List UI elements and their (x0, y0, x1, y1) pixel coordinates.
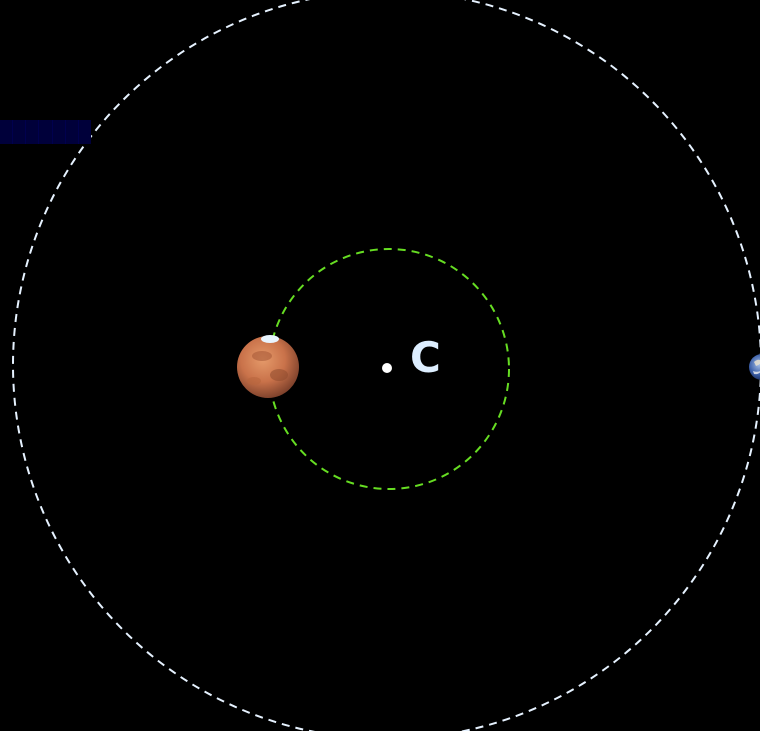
control-cell[interactable] (13, 120, 27, 144)
mars-polar-cap (261, 335, 279, 343)
control-cell[interactable] (26, 120, 40, 144)
control-cell[interactable] (39, 120, 53, 144)
control-cell[interactable] (0, 120, 14, 144)
control-cell[interactable] (79, 120, 91, 144)
center-point (382, 363, 392, 373)
inner-orbit (268, 248, 510, 490)
earth-icon (749, 354, 760, 380)
mars-icon (237, 335, 299, 398)
center-label: C (410, 333, 441, 382)
control-cell[interactable] (53, 120, 66, 144)
control-cell[interactable] (66, 120, 79, 144)
control-bar[interactable] (0, 120, 91, 144)
